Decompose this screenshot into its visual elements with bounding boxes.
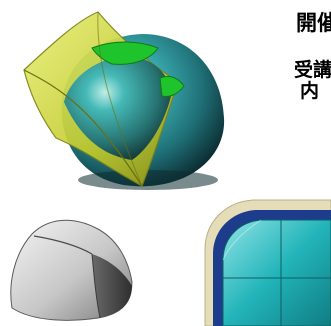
cad-corner-illustration — [204, 199, 331, 326]
body-text-line-1: 受講 — [294, 59, 331, 81]
section-heading: 開催 — [296, 11, 331, 35]
gray-solid-illustration — [10, 219, 133, 321]
dome-surface-illustration — [23, 11, 225, 190]
body-text-line-2: 内 — [300, 80, 320, 102]
